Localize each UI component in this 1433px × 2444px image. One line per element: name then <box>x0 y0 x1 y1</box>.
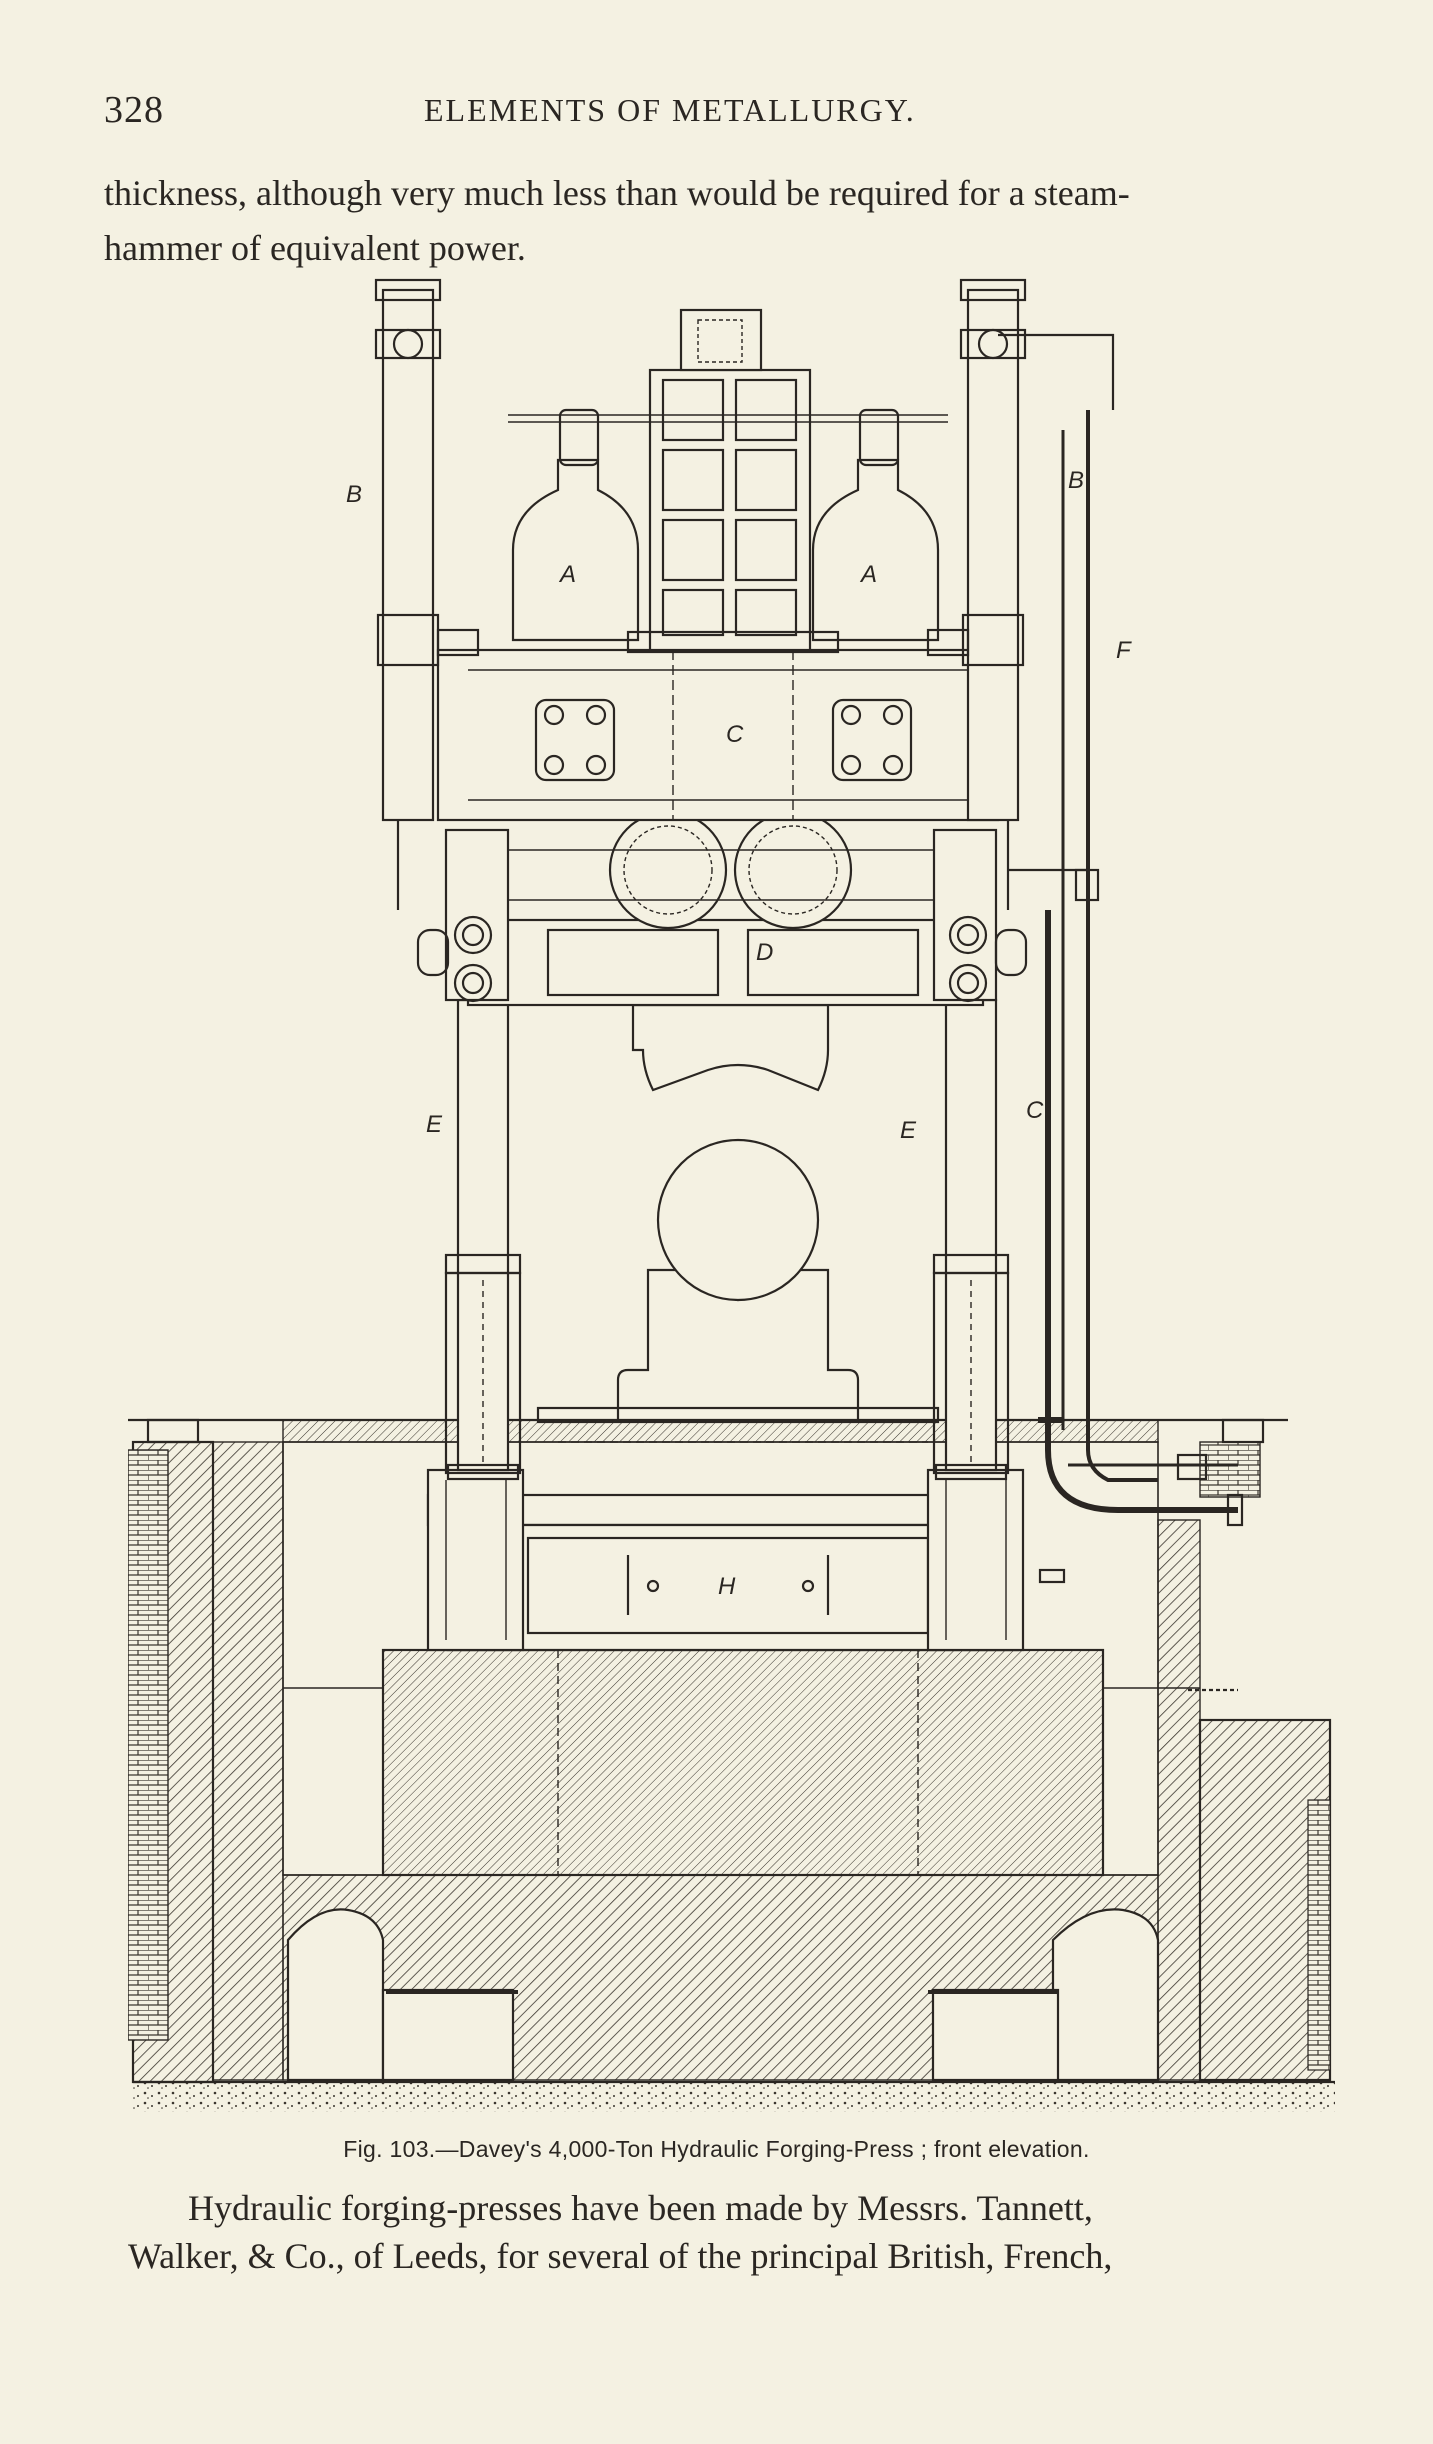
label-B-right: B <box>1068 467 1084 494</box>
label-H: H <box>718 1573 736 1600</box>
label-E-left: E <box>426 1111 443 1138</box>
forging-press-figure: B B A A C D F E E C H <box>128 270 1340 2135</box>
page-header: 328 ELEMENTS OF METALLURGY. <box>104 88 1334 138</box>
top-paragraph-line: hammer of equivalent power. <box>104 228 526 268</box>
moving-crosshead-D <box>466 918 985 1007</box>
right-cylinder-B <box>966 288 1020 822</box>
label-F: F <box>1116 637 1132 664</box>
right-accumulator-A <box>811 458 940 642</box>
right-column-E <box>944 998 998 1472</box>
bottom-paragraph: Hydraulic forging-presses have been made… <box>128 2184 1338 2280</box>
left-cylinder-B <box>381 288 435 822</box>
label-B-left: B <box>346 481 362 508</box>
left-column-E <box>456 998 510 1472</box>
bottom-paragraph-line: Walker, & Co., of Leeds, for several of … <box>128 2236 1113 2276</box>
running-head: ELEMENTS OF METALLURGY. <box>424 92 916 128</box>
label-D: D <box>756 939 773 966</box>
top-paragraph: thickness, although very much less than … <box>104 166 1334 276</box>
forging-press-drawing: B B A A C D F E E C H <box>128 278 1335 2112</box>
left-accumulator-A <box>511 458 640 642</box>
pipe-top-right <box>998 333 1115 410</box>
pipe-C <box>1045 910 1238 1513</box>
bottom-paragraph-line: Hydraulic forging-presses have been made… <box>128 2184 1338 2232</box>
label-C-beam: C <box>726 721 744 748</box>
label-E-right: E <box>900 1117 917 1144</box>
bottom-paragraph-line-text: Hydraulic forging-presses have been made… <box>188 2188 1093 2228</box>
figure-caption: Fig. 103.—Davey's 4,000-Ton Hydraulic Fo… <box>343 2136 1090 2162</box>
label-A-right: A <box>859 561 877 588</box>
label-A-left: A <box>558 561 576 588</box>
page-number: 328 <box>104 89 164 131</box>
upper-die <box>631 1003 830 1092</box>
anvil-block <box>381 1648 1105 1877</box>
top-paragraph-line: thickness, although very much less than … <box>104 173 1130 213</box>
label-C-pipe: C <box>1026 1097 1044 1124</box>
ingot <box>656 1138 820 1302</box>
pipe-F <box>1086 410 1158 1482</box>
top-beam-C <box>436 648 1000 822</box>
